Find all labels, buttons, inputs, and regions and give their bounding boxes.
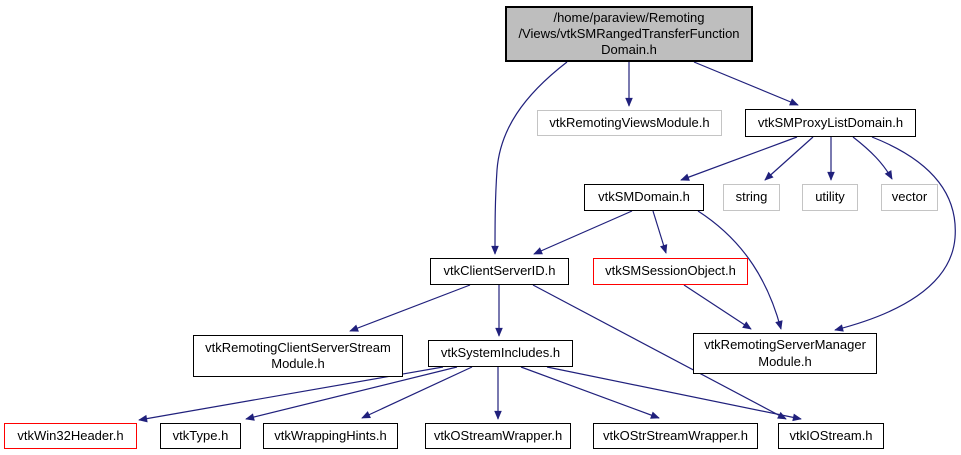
node-utility: utility [802,184,858,211]
node-vtkwrappinghints[interactable]: vtkWrappingHints.h [263,423,398,449]
edge-root-to-vtkclientserverid [491,61,568,255]
node-vtksmproxylistdomain[interactable]: vtkSMProxyListDomain.h [745,109,916,137]
node-vtkremotingservermanagermodule[interactable]: vtkRemotingServerManager Module.h [693,333,877,374]
edge-vtksystemincludes-to-vtkostrstreamwrapper [520,366,660,419]
node-vtktype[interactable]: vtkType.h [160,423,241,449]
edge-root-to-vtksmproxylistdomain [693,61,799,106]
edge-vtksystemincludes-to-vtkiostream [546,366,802,422]
node-vtkostrstreamwrapper[interactable]: vtkOStrStreamWrapper.h [593,423,758,449]
node-string: string [723,184,780,211]
node-vtkiostream[interactable]: vtkIOStream.h [778,423,884,449]
node-vtkclientserverid[interactable]: vtkClientServerID.h [430,258,569,285]
edge-vtksmdomain-to-vtksmsessionobject [652,210,668,254]
node-vtkremotingclientserverstreammodule[interactable]: vtkRemotingClientServerStream Module.h [193,335,403,377]
node-root-file: /home/paraview/Remoting /Views/vtkSMRang… [505,6,753,62]
edge-vtksmproxylistdomain-to-vtksmdomain [680,136,798,181]
node-vtksmdomain[interactable]: vtkSMDomain.h [584,184,704,211]
node-vtkostreamwrapper[interactable]: vtkOStreamWrapper.h [425,423,571,449]
edge-vtksmsessionobject-to-vtkremotingservermanagermodule [683,284,752,330]
node-vector: vector [881,184,938,211]
node-vtkwin32header[interactable]: vtkWin32Header.h [4,423,137,449]
edge-vtksmproxylistdomain-to-vector [852,136,893,180]
node-vtksmsessionobject[interactable]: vtkSMSessionObject.h [593,258,748,285]
edge-vtksmproxylistdomain-to-string [764,136,814,181]
edge-vtksmdomain-to-vtkclientserverid [533,210,633,255]
edge-vtksmproxylistdomain-to-vtkremotingservermanagermodule [834,136,956,332]
edge-vtkclientserverid-to-vtkremotingclientserverstreammodule [349,284,471,332]
node-vtksystemincludes[interactable]: vtkSystemIncludes.h [428,340,573,367]
node-vtkremotingviewsmodule: vtkRemotingViewsModule.h [537,110,722,136]
